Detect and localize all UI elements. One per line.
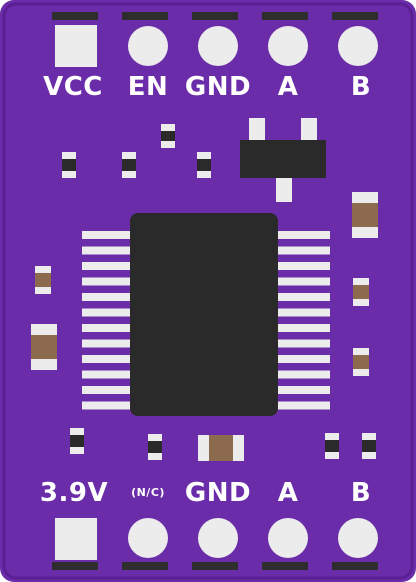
resistor bbox=[353, 278, 369, 306]
pin-tab bbox=[52, 562, 98, 570]
ic-lead bbox=[82, 401, 134, 410]
pin-tab bbox=[52, 12, 98, 20]
pin-tab bbox=[192, 12, 238, 20]
top-label-a: A bbox=[277, 72, 299, 102]
top-label-en: EN bbox=[127, 72, 169, 102]
smd-small bbox=[122, 152, 136, 178]
smd-small bbox=[70, 428, 84, 454]
top-label-gnd: GND bbox=[184, 72, 252, 102]
ic-lead bbox=[82, 386, 134, 394]
sot-lead bbox=[249, 118, 265, 142]
top-label-vcc: VCC bbox=[43, 72, 103, 102]
resistor bbox=[353, 348, 369, 376]
resistor bbox=[35, 266, 51, 294]
ic-lead bbox=[274, 355, 330, 363]
ic-lead bbox=[274, 401, 330, 410]
round-pad bbox=[198, 26, 238, 66]
ic-lead bbox=[82, 308, 134, 317]
ic-lead bbox=[82, 277, 134, 286]
ic-chip-body bbox=[130, 213, 278, 416]
ic-lead bbox=[82, 324, 134, 332]
bottom-label-a: A bbox=[277, 478, 299, 508]
pin-tab bbox=[332, 12, 378, 20]
pin-tab bbox=[122, 12, 168, 20]
round-pad bbox=[338, 518, 378, 558]
top-header-tabs bbox=[52, 12, 378, 20]
round-pad bbox=[268, 518, 308, 558]
ic-lead bbox=[82, 231, 134, 239]
bottom-header-tabs bbox=[52, 562, 378, 570]
square-pad bbox=[55, 25, 97, 67]
ic-lead bbox=[274, 246, 330, 255]
ic-lead bbox=[274, 277, 330, 286]
bottom-label-3v9: 3.9V bbox=[39, 478, 109, 508]
bottom-label-nc: (N/C) bbox=[131, 486, 165, 499]
smd-small bbox=[148, 434, 162, 460]
pin-tab bbox=[192, 562, 238, 570]
ic-lead bbox=[82, 262, 134, 270]
ic-lead bbox=[82, 293, 134, 301]
pin-tab bbox=[332, 562, 378, 570]
top-pads bbox=[55, 25, 378, 67]
smd-small bbox=[161, 124, 175, 148]
ic-lead bbox=[274, 386, 330, 394]
bottom-pads bbox=[55, 518, 378, 560]
smd-small bbox=[197, 152, 211, 178]
brown-smd-components bbox=[31, 192, 378, 461]
sot23-component bbox=[240, 118, 326, 202]
ic-lead bbox=[274, 370, 330, 379]
ic-lead bbox=[274, 308, 330, 317]
ic-lead bbox=[82, 246, 134, 255]
ic-lead bbox=[274, 339, 330, 348]
small-smd-components bbox=[62, 124, 376, 460]
square-pad bbox=[55, 518, 97, 560]
top-label-b: B bbox=[350, 72, 372, 102]
ic-lead bbox=[82, 370, 134, 379]
smd-small bbox=[62, 152, 76, 178]
smd-small bbox=[362, 433, 376, 459]
ic-lead bbox=[274, 231, 330, 239]
round-pad bbox=[338, 26, 378, 66]
round-pad bbox=[128, 26, 168, 66]
ic-leads-left bbox=[82, 231, 134, 410]
resistor bbox=[198, 435, 244, 461]
sot-body bbox=[240, 140, 326, 178]
pin-tab bbox=[262, 12, 308, 20]
resistor bbox=[352, 192, 378, 238]
pin-tab bbox=[122, 562, 168, 570]
sot-lead bbox=[301, 118, 317, 142]
sot-lead bbox=[276, 172, 292, 202]
round-pad bbox=[268, 26, 308, 66]
round-pad bbox=[128, 518, 168, 558]
pin-tab bbox=[262, 562, 308, 570]
ic-lead bbox=[274, 324, 330, 332]
ic-lead bbox=[82, 355, 134, 363]
ic-leads-right bbox=[274, 231, 330, 410]
resistor bbox=[31, 324, 57, 370]
bottom-label-b: B bbox=[350, 478, 372, 508]
round-pad bbox=[198, 518, 238, 558]
ic-lead bbox=[274, 262, 330, 270]
ic-lead bbox=[82, 339, 134, 348]
ic-lead bbox=[274, 293, 330, 301]
smd-small bbox=[325, 433, 339, 459]
bottom-label-gnd: GND bbox=[184, 478, 252, 508]
